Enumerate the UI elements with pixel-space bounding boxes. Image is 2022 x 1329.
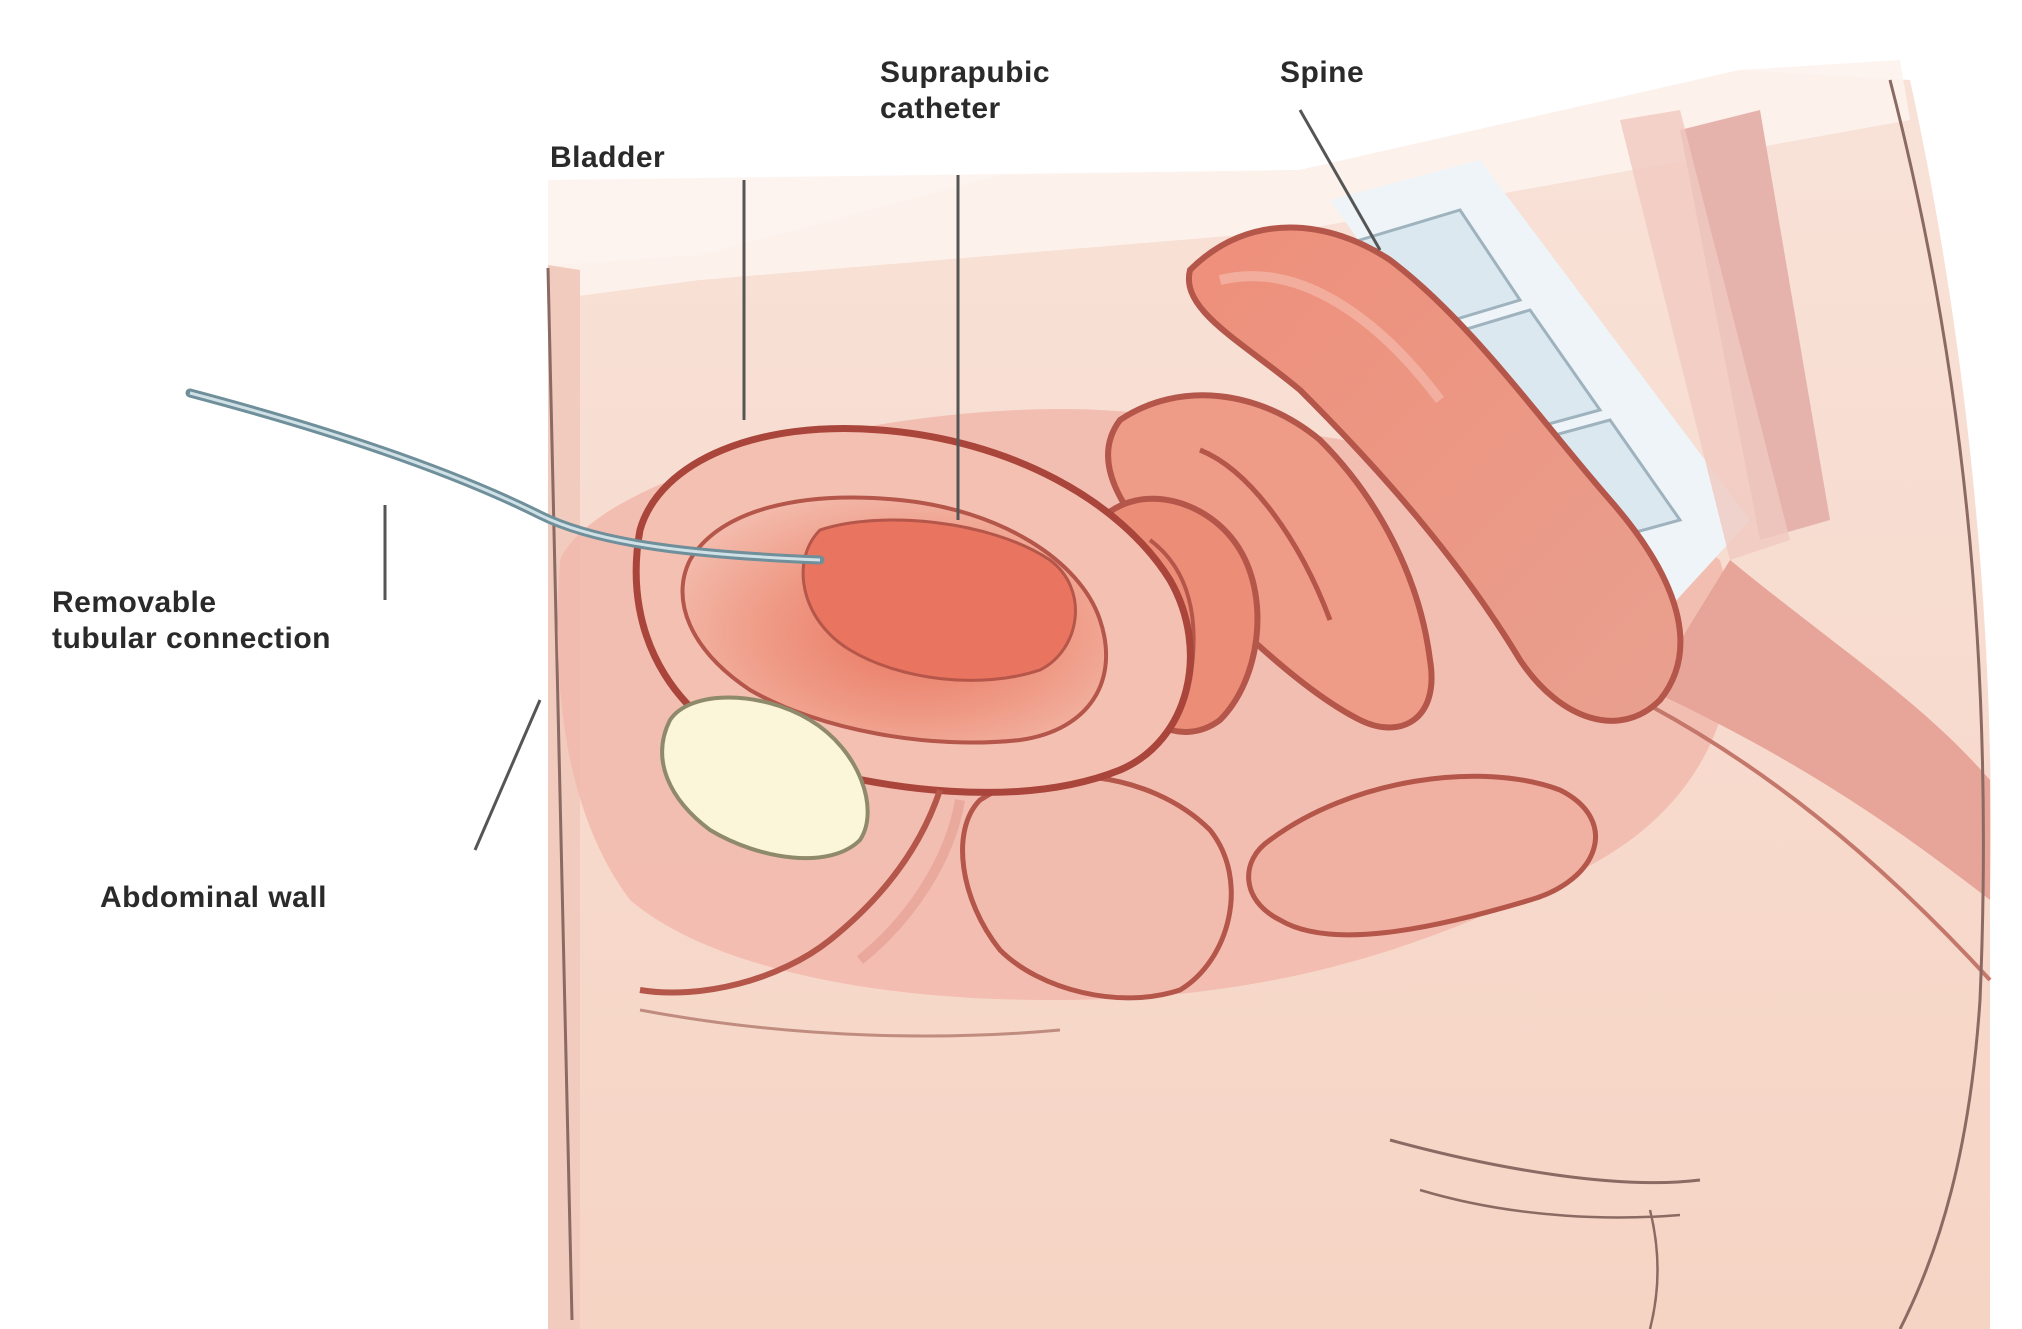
- abdominal-wall-line: [546, 267, 574, 1321]
- buttock-fold: [1389, 1138, 1701, 1185]
- skin-top-fade: [548, 60, 1910, 300]
- bowel-loop-mid: [960, 773, 1234, 1001]
- thigh-fold: [639, 1008, 1061, 1038]
- wall-leader: [473, 699, 542, 851]
- catheter-balloon: [801, 518, 1077, 682]
- spine-leader: [1298, 109, 1382, 251]
- label-abdominal-wall: Abdominal wall: [100, 881, 328, 914]
- label-bladder: Bladder: [550, 141, 666, 174]
- pubic-bone: [660, 695, 870, 861]
- bowel-loop-lower: [1246, 773, 1599, 938]
- label-suprapubic-line-2: catheter: [880, 92, 1001, 125]
- label-suprapubic-line-1: Suprapubic: [880, 56, 1051, 89]
- sacrum-curve: [1650, 560, 1990, 900]
- label-suprapubic-catheter: Suprapubic catheter: [880, 55, 1050, 127]
- label-removable-line-1: Removable: [52, 586, 217, 619]
- label-spine: Spine: [1280, 56, 1365, 89]
- back-contour: [1888, 79, 1985, 1329]
- label-removable-tube: Removable tubular connection: [52, 585, 331, 657]
- urethra: [639, 789, 943, 996]
- rectum: [1185, 224, 1684, 724]
- label-removable-line-2: tubular connection: [52, 622, 331, 655]
